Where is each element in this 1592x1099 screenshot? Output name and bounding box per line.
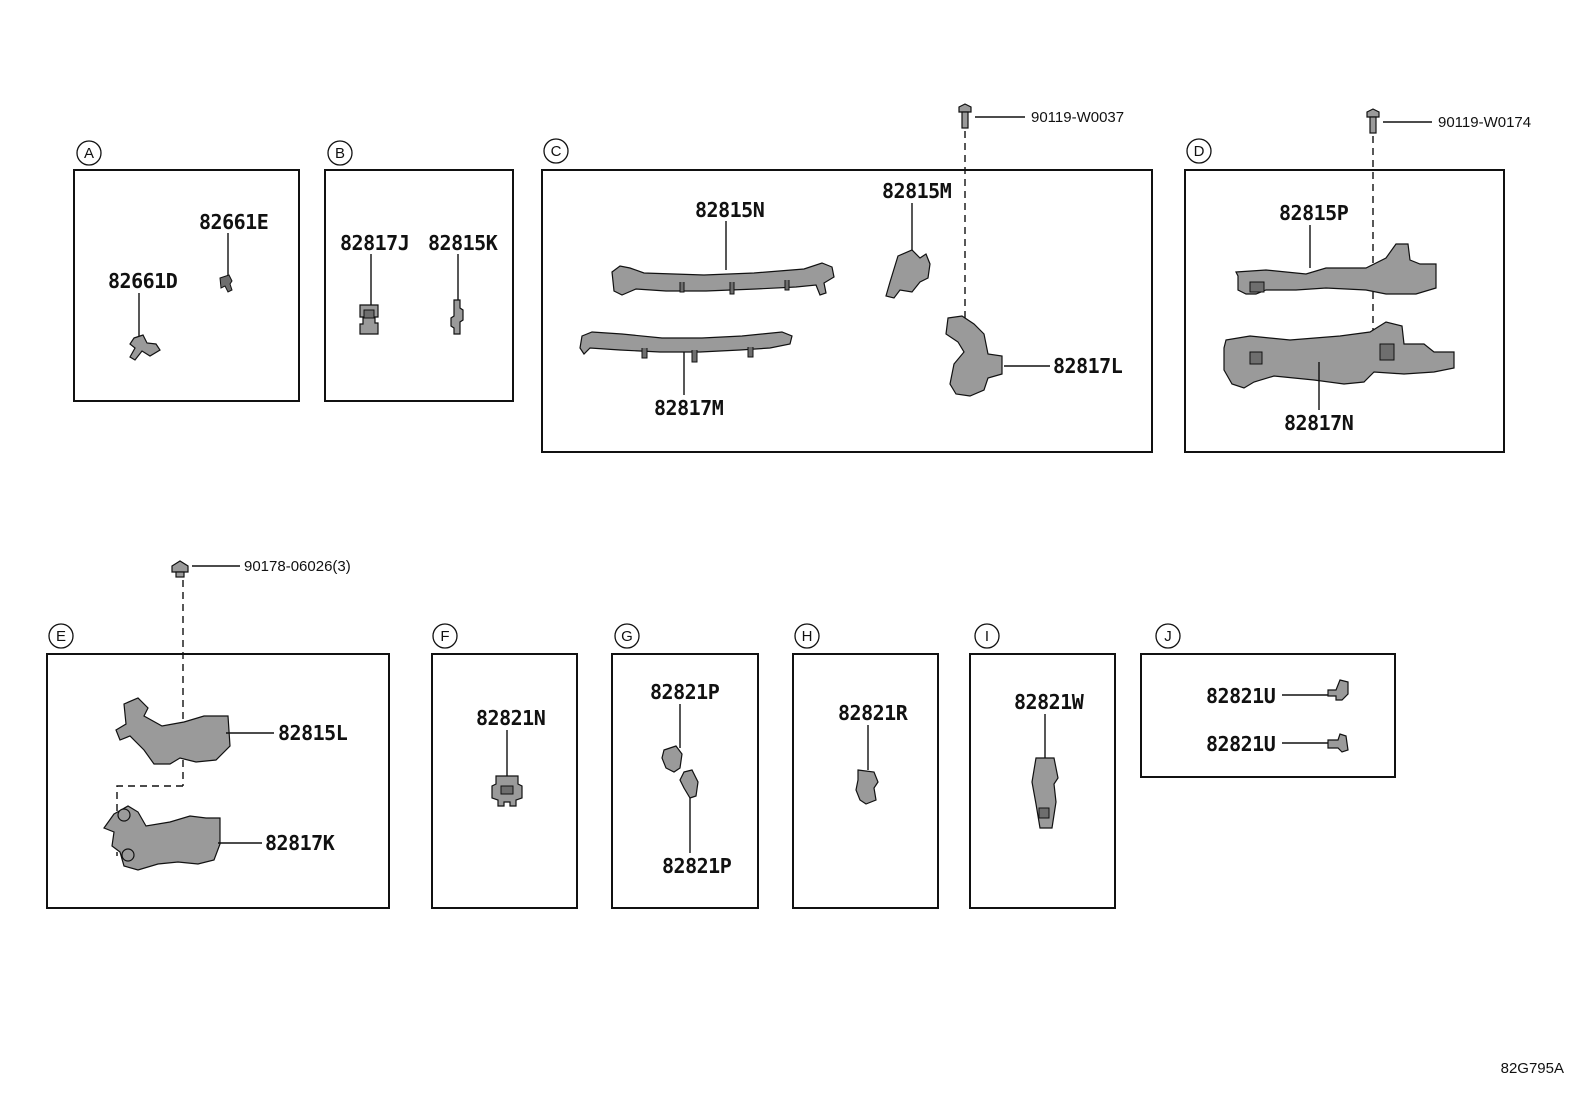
section-g-letter: G	[621, 628, 633, 645]
section-i: I 82821W	[969, 623, 1116, 909]
fastener-label-90119-w0037[interactable]: 90119-W0037	[1031, 109, 1124, 126]
section-j-badge	[1155, 623, 1181, 649]
section-a-letter: A	[84, 145, 94, 162]
part-label-82817k[interactable]: 82817K	[265, 831, 335, 855]
section-f-frame	[431, 653, 578, 909]
diagram-code: 82G795A	[1501, 1060, 1564, 1077]
section-h: H 82821R	[792, 623, 939, 909]
section-d-frame	[1184, 169, 1505, 453]
part-82817n	[1223, 321, 1455, 389]
fastener-90119-w0174: 90119-W0174	[1366, 108, 1531, 360]
section-b-letter: B	[335, 145, 345, 162]
section-d-letter: D	[1194, 143, 1205, 160]
section-b-frame	[324, 169, 514, 402]
part-label-82817j[interactable]: 82817J	[340, 231, 410, 255]
section-h-letter: H	[802, 628, 813, 645]
section-c-frame	[541, 169, 1153, 453]
section-a-badge	[76, 140, 102, 166]
part-82821u-top	[1327, 679, 1349, 701]
section-g-frame	[611, 653, 759, 909]
section-i-frame	[969, 653, 1116, 909]
section-d-badge	[1186, 138, 1212, 164]
section-h-frame	[792, 653, 939, 909]
part-82821u-bottom	[1327, 733, 1349, 753]
section-j-frame	[1140, 653, 1396, 778]
section-f-letter: F	[440, 628, 449, 645]
part-82817l	[945, 315, 1003, 397]
section-e-letter: E	[56, 628, 66, 645]
section-a: A 82661E 82661D	[73, 140, 300, 402]
part-82815l	[115, 697, 231, 765]
part-label-82815n[interactable]: 82815N	[695, 198, 765, 222]
part-82821p-top	[661, 745, 683, 773]
part-label-82815m[interactable]: 82815M	[882, 179, 952, 203]
section-c-letter: C	[551, 143, 562, 160]
section-j: J 82821U 82821U	[1140, 623, 1396, 778]
section-g: G 82821P 82821P	[611, 623, 759, 909]
section-e: E 90178-06026(3) 82815L 82817K	[46, 558, 390, 909]
fastener-90119-w0037: 90119-W0037	[958, 103, 1124, 318]
part-82817m	[579, 331, 793, 355]
section-c: C 90119-W0037 82815N 82817M 82815M 82817…	[541, 103, 1153, 453]
part-label-82817l[interactable]: 82817L	[1053, 354, 1123, 378]
section-g-badge	[614, 623, 640, 649]
part-label-82661d[interactable]: 82661D	[108, 269, 178, 293]
part-82661d	[129, 334, 161, 361]
section-d: D 90119-W0174 82815P 82817N	[1184, 108, 1531, 453]
part-82821r	[855, 769, 879, 805]
part-82817j	[359, 304, 379, 335]
part-82661e	[219, 274, 233, 293]
part-label-82815p[interactable]: 82815P	[1279, 201, 1349, 225]
part-label-82821u-bottom[interactable]: 82821U	[1206, 732, 1276, 756]
part-label-82821w[interactable]: 82821W	[1014, 690, 1085, 714]
part-82815n	[611, 262, 835, 296]
section-j-letter: J	[1164, 628, 1172, 645]
section-e-badge	[48, 623, 74, 649]
part-label-82821p-bottom[interactable]: 82821P	[662, 854, 732, 878]
part-82815m	[885, 249, 931, 299]
section-f-badge	[432, 623, 458, 649]
section-b: B 82817J 82815K	[324, 140, 514, 402]
section-a-frame	[73, 169, 300, 402]
part-82815k	[450, 299, 464, 335]
section-e-frame	[46, 653, 390, 909]
part-label-82817n[interactable]: 82817N	[1284, 411, 1354, 435]
fastener-90178-06026: 90178-06026(3)	[116, 558, 351, 856]
part-82821p-bottom	[679, 769, 699, 799]
part-label-82821r[interactable]: 82821R	[838, 701, 909, 725]
part-label-82821p-top[interactable]: 82821P	[650, 680, 720, 704]
section-i-letter: I	[985, 628, 989, 645]
part-label-82817m[interactable]: 82817M	[654, 396, 724, 420]
part-label-82661e[interactable]: 82661E	[199, 210, 269, 234]
part-82815p	[1235, 243, 1437, 295]
section-i-badge	[974, 623, 1000, 649]
section-b-badge	[327, 140, 353, 166]
fastener-label-90119-w0174[interactable]: 90119-W0174	[1438, 114, 1531, 131]
section-h-badge	[794, 623, 820, 649]
section-c-badge	[543, 138, 569, 164]
part-label-82821n[interactable]: 82821N	[476, 706, 546, 730]
fastener-label-90178-06026[interactable]: 90178-06026(3)	[244, 558, 351, 575]
part-label-82815l[interactable]: 82815L	[278, 721, 348, 745]
part-label-82821u-top[interactable]: 82821U	[1206, 684, 1276, 708]
part-label-82815k[interactable]: 82815K	[428, 231, 498, 255]
section-f: F 82821N	[431, 623, 578, 909]
